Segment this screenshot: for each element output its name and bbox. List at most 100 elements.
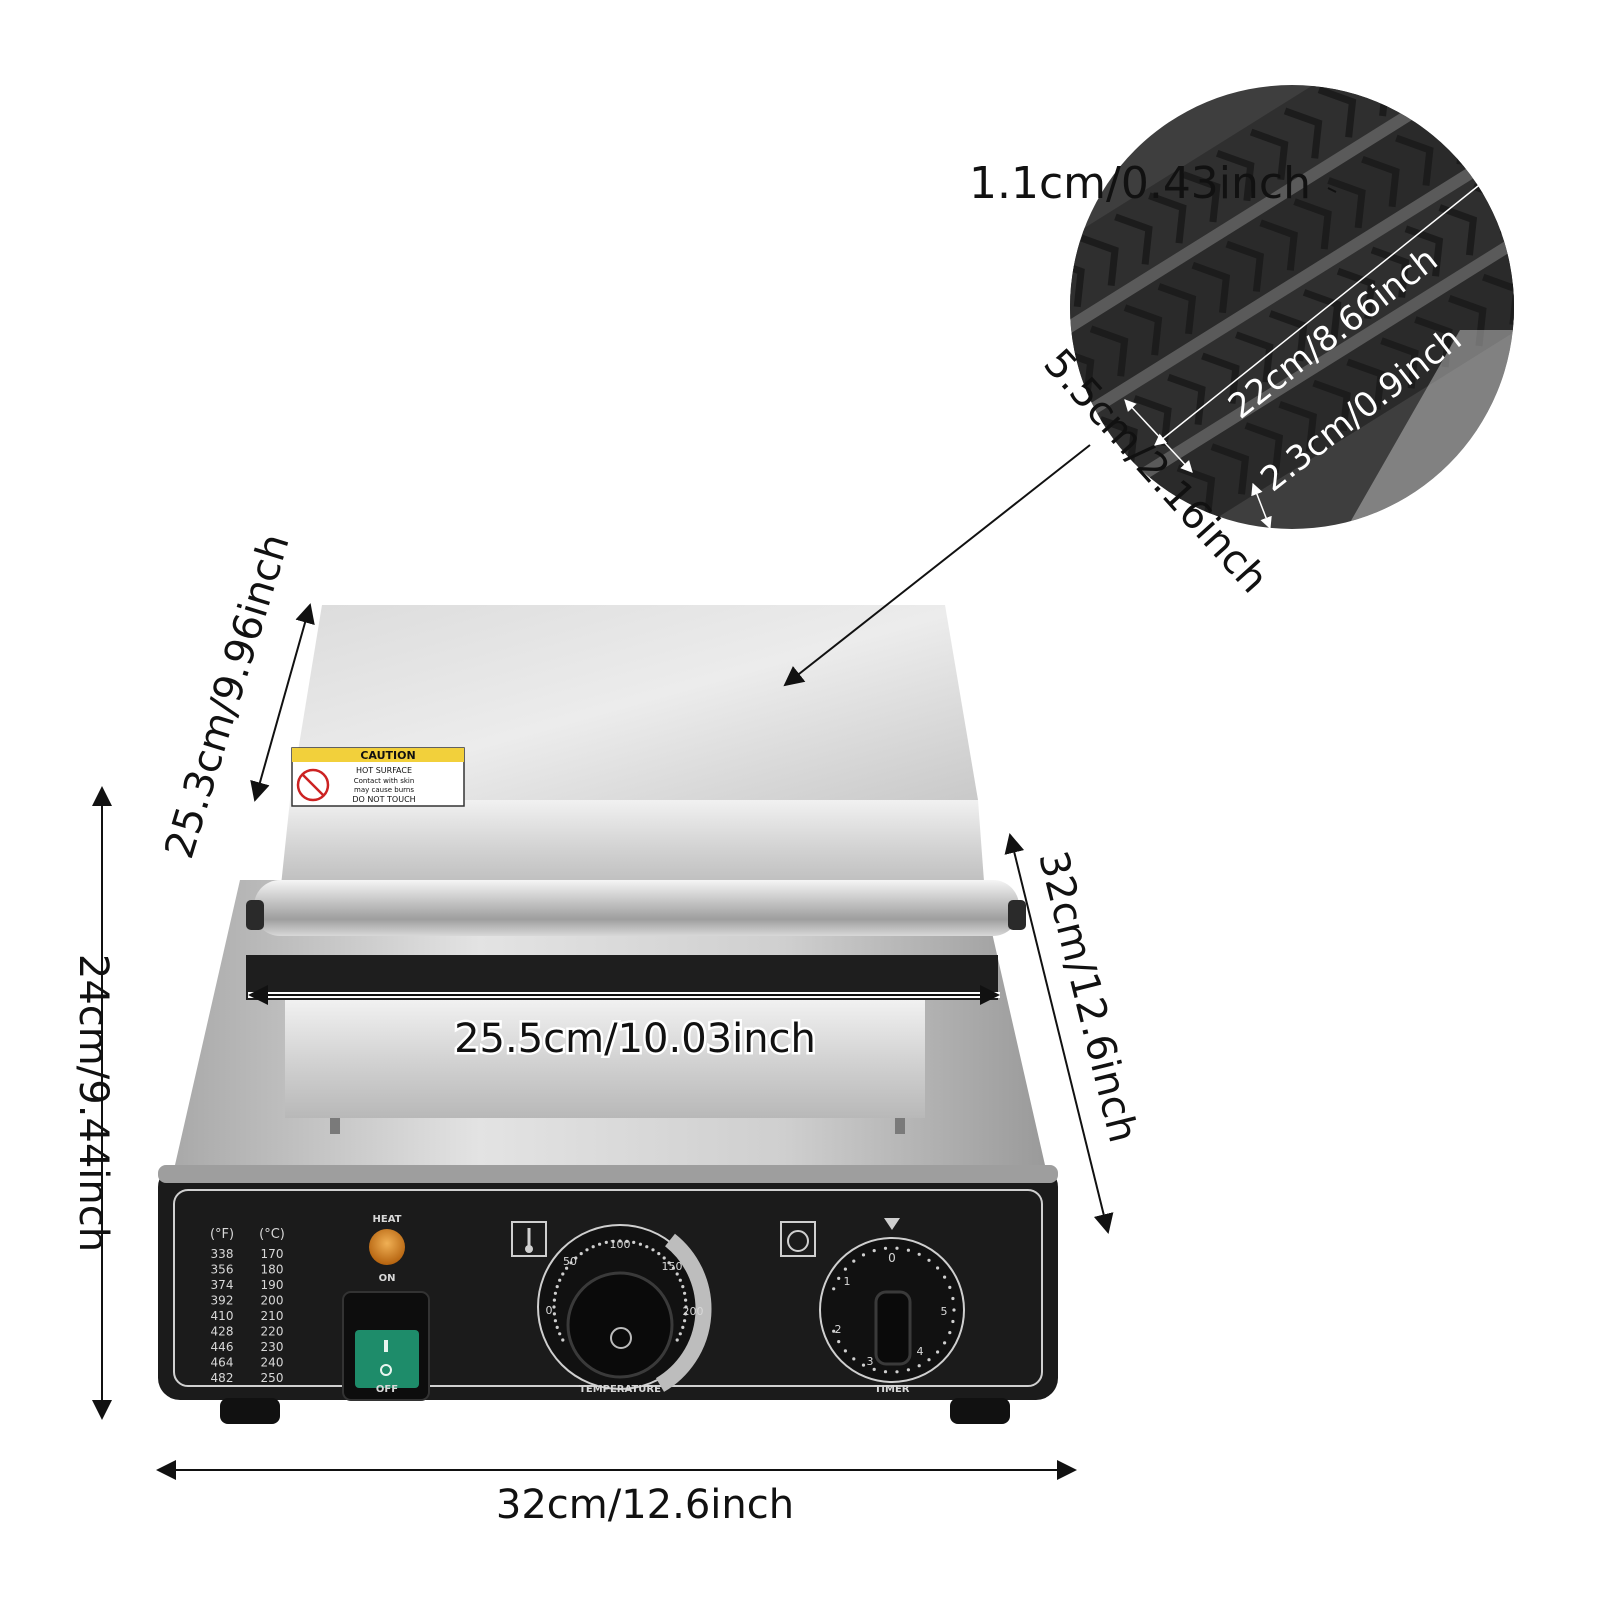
timer-dial-tick-14 bbox=[951, 1296, 955, 1301]
temp-dial-tick-38 bbox=[681, 1325, 685, 1329]
temp-dial-tick-1 bbox=[558, 1332, 562, 1336]
temp-dial-tick-0 bbox=[561, 1338, 565, 1342]
base-depth-arrow bbox=[1004, 833, 1114, 1234]
plate-row-width-arrow bbox=[1124, 399, 1193, 473]
timer-mark-1: 1 bbox=[844, 1275, 851, 1288]
temp-dial-200: 200 bbox=[683, 1305, 704, 1318]
power-switch[interactable] bbox=[355, 1330, 419, 1388]
thermometer-icon bbox=[511, 1221, 547, 1257]
upper-width-label: 25.5cm/10.03inch bbox=[454, 1016, 816, 1062]
temp-dial-zero: 0 bbox=[546, 1304, 553, 1317]
timer-dial-tick-1 bbox=[837, 1276, 841, 1280]
temp-table-f-0: 338 bbox=[211, 1247, 234, 1261]
temp-dial-tick-19 bbox=[611, 1239, 615, 1243]
temp-dial-tick-8 bbox=[555, 1285, 559, 1289]
plate-ridge-1-2 bbox=[1089, 325, 1129, 377]
timer-label: TIMER bbox=[874, 1384, 909, 1395]
timer-mark-0: 0 bbox=[888, 1251, 896, 1265]
timer-knob[interactable] bbox=[874, 1290, 912, 1366]
caution-line-4: DO NOT TOUCH bbox=[352, 795, 415, 804]
timer-dial-tick-9 bbox=[917, 1252, 921, 1256]
timer-mark-5: 5 bbox=[941, 1305, 948, 1318]
temp-dial-tick-29 bbox=[671, 1266, 676, 1270]
plate-ridge-3-13 bbox=[1551, 223, 1599, 282]
timer-dial-tick-7 bbox=[895, 1246, 899, 1250]
plate-ridge-1-1 bbox=[1070, 346, 1095, 398]
temp-table-c-1: 180 bbox=[261, 1263, 284, 1277]
timer-dial-tick-2 bbox=[843, 1267, 848, 1271]
temp-dial-tick-25 bbox=[651, 1248, 655, 1252]
timer-dial-tick-23 bbox=[895, 1370, 899, 1374]
plate-length-arrow bbox=[1154, 177, 1489, 446]
temp-table-c-4: 210 bbox=[261, 1309, 284, 1323]
temp-table-f-3: 392 bbox=[211, 1294, 234, 1308]
temp-table-f-5: 428 bbox=[211, 1325, 234, 1339]
temp-table-f-8: 482 bbox=[211, 1371, 234, 1385]
plate-ridge-3-0 bbox=[1108, 506, 1148, 529]
ridge-height-tick bbox=[1327, 187, 1337, 193]
lid-depth-arrow bbox=[250, 603, 315, 802]
temp-table-f-2: 374 bbox=[211, 1278, 234, 1292]
zoom-pointer-arrow bbox=[783, 444, 1091, 687]
handle-bracket-right bbox=[1008, 900, 1026, 930]
timer-dial-tick-21 bbox=[917, 1364, 921, 1368]
plate-ridge-1-11 bbox=[1395, 134, 1434, 186]
plate-ridge-3-3 bbox=[1210, 443, 1250, 495]
temp-dial-tick-24 bbox=[645, 1245, 649, 1249]
temp-table-c-3: 200 bbox=[261, 1294, 284, 1308]
temp-table-c-2: 190 bbox=[261, 1278, 284, 1292]
temp-table-c-8: 250 bbox=[261, 1371, 284, 1385]
temperature-dial-ticks bbox=[552, 1239, 688, 1342]
plate-row-height-arrow bbox=[1251, 482, 1272, 530]
plate-housing bbox=[285, 1000, 925, 1118]
timer-pointer-icon bbox=[884, 1218, 900, 1230]
caution-line-1: HOT SURFACE bbox=[356, 766, 412, 775]
timer-dial-tick-13 bbox=[948, 1285, 952, 1289]
temperature-scale-arc bbox=[655, 1233, 712, 1392]
plate-ridge-0-9 bbox=[1283, 107, 1323, 159]
temp-dial-tick-40 bbox=[675, 1338, 679, 1342]
timer-dial-tick-25 bbox=[872, 1367, 876, 1371]
switch-off-mark bbox=[380, 1364, 392, 1376]
off-label: OFF bbox=[376, 1384, 398, 1395]
temp-table-c-7: 240 bbox=[261, 1356, 284, 1370]
on-label: ON bbox=[379, 1273, 396, 1284]
temperature-knob[interactable] bbox=[566, 1271, 674, 1379]
temp-dial-tick-5 bbox=[552, 1305, 556, 1309]
timer-dial-tick-12 bbox=[943, 1275, 947, 1279]
temp-dial-tick-7 bbox=[553, 1291, 558, 1295]
plate-ridge-0-4 bbox=[1114, 213, 1153, 265]
post-left bbox=[330, 1108, 340, 1134]
timer-dial-tick-15 bbox=[952, 1308, 956, 1312]
post-right bbox=[895, 1108, 905, 1134]
plate-ridge-0-12 bbox=[1385, 85, 1425, 96]
temp-dial-tick-26 bbox=[657, 1252, 661, 1256]
temp-dial-tick-18 bbox=[604, 1240, 608, 1244]
temp-dial-tick-33 bbox=[683, 1291, 687, 1295]
timer-dial-tick-30 bbox=[832, 1329, 836, 1333]
timer-dial-tick-19 bbox=[936, 1350, 940, 1354]
plate-ridge-0-13 bbox=[1421, 14, 1469, 73]
temp-table-f-7: 464 bbox=[211, 1356, 234, 1370]
timer-dial-tick-28 bbox=[843, 1349, 848, 1353]
temp-dial-tick-37 bbox=[683, 1319, 687, 1323]
timer-dial-tick-5 bbox=[872, 1249, 876, 1253]
plate-ridge-3-12 bbox=[1517, 244, 1565, 303]
temp-dial-tick-23 bbox=[638, 1242, 643, 1246]
caution-title: CAUTION bbox=[360, 749, 415, 762]
temp-dial-tick-28 bbox=[667, 1261, 671, 1265]
timer-mark-4: 4 bbox=[917, 1345, 924, 1358]
temp-dial-tick-32 bbox=[681, 1285, 685, 1289]
timer-mark-2: 2 bbox=[835, 1323, 842, 1336]
timer-mark-3: 3 bbox=[867, 1355, 874, 1368]
waffle-maker-upper: CAUTION HOT SURFACE Contact with skin ma… bbox=[246, 605, 1026, 1118]
temp-dial-tick-3 bbox=[553, 1319, 558, 1323]
plate-ridge-0-10 bbox=[1317, 86, 1357, 138]
base-top-edge bbox=[158, 1165, 1058, 1183]
ridge-height-label: 1.1cm/0.43inch bbox=[969, 158, 1311, 209]
lid-front bbox=[280, 800, 985, 895]
timer-dial-tick-0 bbox=[832, 1287, 836, 1291]
temp-dial-tick-16 bbox=[591, 1245, 595, 1249]
timer-dial-tick-27 bbox=[852, 1357, 856, 1361]
